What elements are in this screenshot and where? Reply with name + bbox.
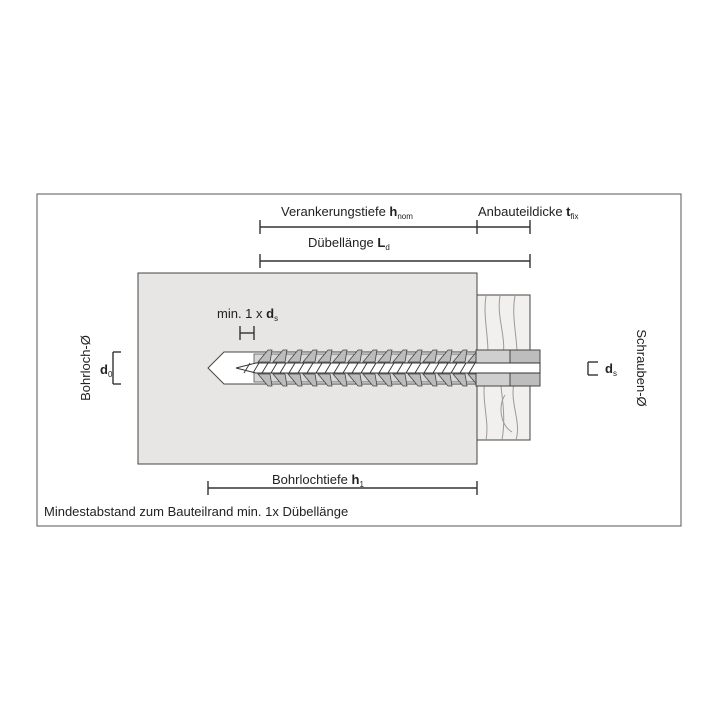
- screw-thread: [396, 362, 404, 374]
- anchor-tooth: [287, 373, 303, 387]
- screw: [235, 362, 541, 374]
- anchor-tooth: [422, 349, 438, 363]
- label-duebellaenge: Dübellänge Ld: [308, 235, 390, 252]
- dimension-top: [112, 220, 598, 495]
- screw-thread: [378, 362, 386, 374]
- anchor-tooth: [407, 373, 423, 387]
- screw-thread: [432, 362, 440, 374]
- anchor-tooth: [407, 349, 423, 363]
- anchor-tooth: [422, 373, 438, 387]
- anchor-tooth: [302, 373, 318, 387]
- label-ds: ds: [605, 361, 617, 378]
- screw-thread: [351, 362, 359, 374]
- screw-thread: [423, 362, 431, 374]
- anchor-tooth: [257, 349, 273, 363]
- anchor-tooth: [272, 373, 288, 387]
- screw-thread: [405, 362, 413, 374]
- screw-thread: [414, 362, 422, 374]
- label-min-ds: min. 1 x ds: [217, 306, 278, 323]
- anchor-tooth: [332, 349, 348, 363]
- anchor-tooth: [392, 349, 408, 363]
- screw-thread: [243, 362, 251, 374]
- screw-thread: [360, 362, 368, 374]
- anchor-tooth: [332, 373, 348, 387]
- anchor-tooth: [377, 373, 393, 387]
- screw-thread: [261, 362, 269, 374]
- label-schrauben: Schrauben-Ø: [634, 329, 649, 406]
- screw-thread: [252, 362, 260, 374]
- label-verankerungstiefe: Verankerungstiefe hnom: [281, 204, 413, 221]
- screw-thread: [342, 362, 350, 374]
- anchor-tooth: [452, 373, 468, 387]
- screw-thread: [369, 362, 377, 374]
- anchor-tooth: [287, 349, 303, 363]
- anchor-tooth: [452, 349, 468, 363]
- screw-thread: [333, 362, 341, 374]
- anchor-tooth: [317, 349, 333, 363]
- screw-thread: [297, 362, 305, 374]
- footer-note: Mindestabstand zum Bauteilrand min. 1x D…: [44, 504, 348, 519]
- screw-thread: [459, 362, 467, 374]
- anchor-tooth: [347, 373, 363, 387]
- anchor-tooth: [437, 349, 453, 363]
- label-bohrlochtiefe: Bohrlochtiefe h1: [272, 472, 364, 489]
- screw-thread: [279, 362, 287, 374]
- label-bohrloch: Bohrloch-Ø: [78, 335, 93, 401]
- screw-thread: [468, 362, 476, 374]
- label-d0: d0: [100, 362, 113, 379]
- screw-thread: [324, 362, 332, 374]
- anchor-tooth: [377, 349, 393, 363]
- anchor-tooth: [392, 373, 408, 387]
- anchor-tooth: [362, 349, 378, 363]
- anchor-tooth: [362, 373, 378, 387]
- screw-thread: [315, 362, 323, 374]
- screw-thread: [270, 362, 278, 374]
- anchor-tooth: [437, 373, 453, 387]
- screw-thread: [441, 362, 449, 374]
- anchor-tooth: [317, 373, 333, 387]
- anchor-tooth: [257, 373, 273, 387]
- anchor-tooth: [347, 349, 363, 363]
- anchor-tooth: [302, 349, 318, 363]
- screw-thread: [306, 362, 314, 374]
- screw-thread: [450, 362, 458, 374]
- anchor-tooth: [272, 349, 288, 363]
- screw-thread: [288, 362, 296, 374]
- label-anbauteildicke: Anbauteildicke tfix: [478, 204, 579, 221]
- screw-thread: [387, 362, 395, 374]
